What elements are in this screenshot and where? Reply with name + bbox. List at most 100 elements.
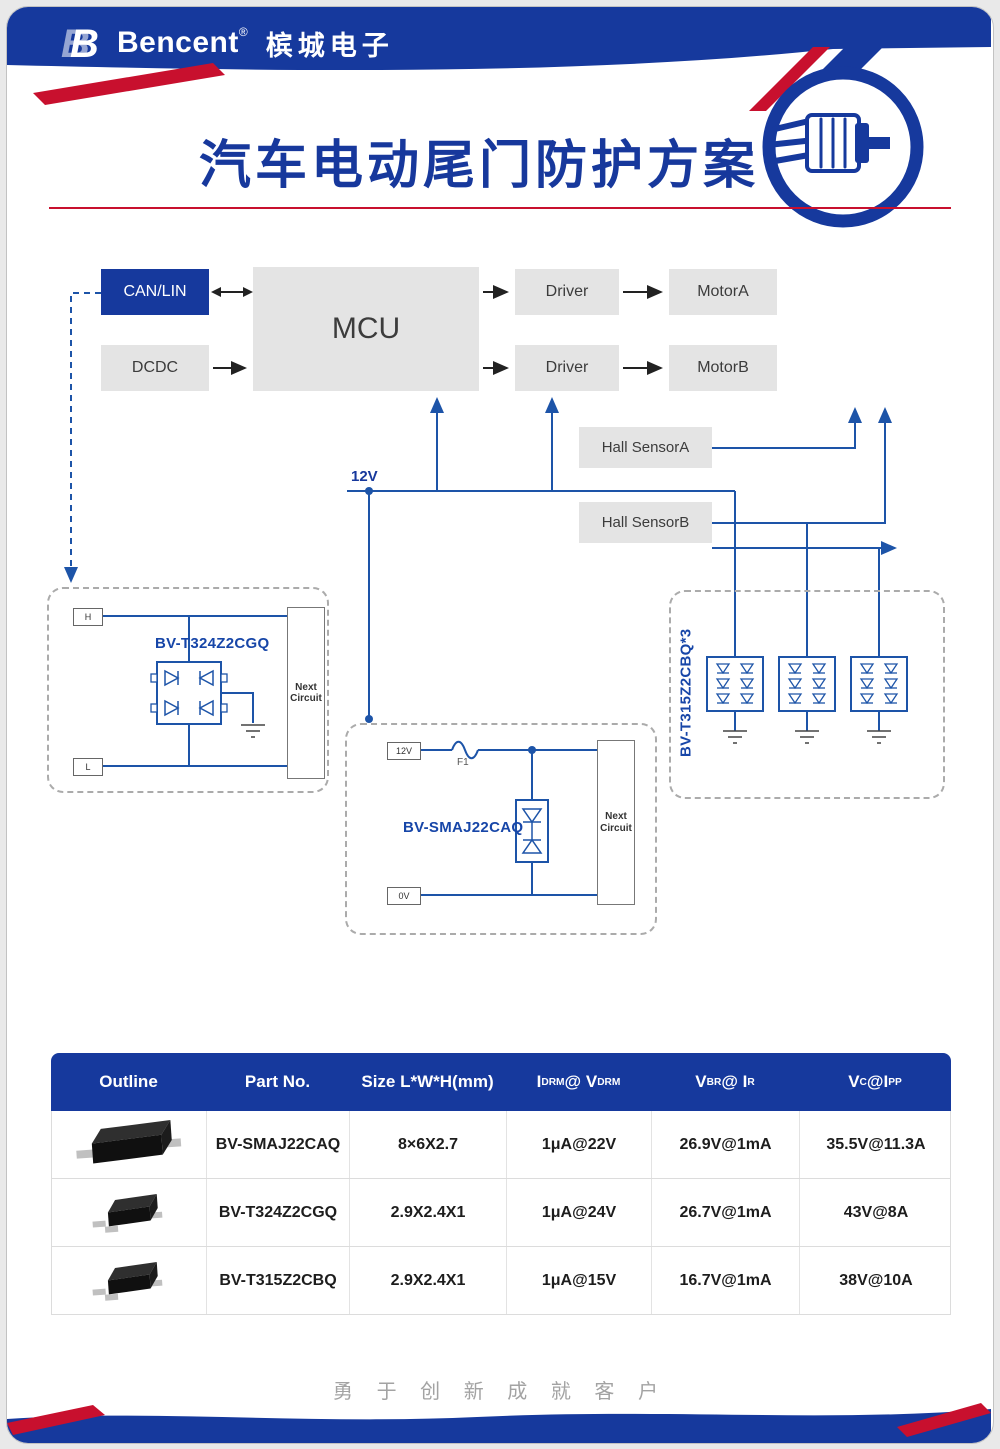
right-tvs-array-icons — [715, 663, 899, 705]
col-header-outline: Outline — [99, 1072, 158, 1091]
ir-sub: R — [747, 1076, 755, 1088]
svg-text:B: B — [70, 22, 99, 65]
junction-dot — [365, 715, 373, 723]
svg-text:B: B — [61, 22, 90, 65]
idrm-cell: 1μA@15V — [507, 1247, 652, 1314]
size-cell: 2.9X2.4X1 — [350, 1179, 507, 1246]
footer-banner — [7, 1403, 991, 1443]
terminal-12v: 12V — [387, 742, 421, 760]
block-mcu: MCU — [253, 267, 479, 391]
vbr-cell: 26.9V@1mA — [652, 1111, 800, 1178]
ipp-sub: PP — [888, 1076, 902, 1088]
double-arrow-right-head — [243, 287, 253, 297]
sot23-smd-package-icon — [92, 1193, 163, 1233]
junction-dot — [528, 746, 536, 754]
vc-sub: C — [859, 1076, 867, 1088]
block-can-lin: CAN/LIN — [101, 269, 209, 315]
footer-slogan: 勇 于 创 新 成 就 客 户 — [333, 1381, 667, 1403]
double-arrow-left-head — [211, 287, 221, 297]
banner-blue-band — [7, 7, 991, 71]
ground-icon — [723, 730, 747, 744]
poster-card: B B Bencent® 槟城电子 汽车电动尾门防护方案 — [6, 6, 994, 1444]
block-hall-sensor-b: Hall SensorB — [579, 502, 712, 543]
bencent-b-icon: B B — [61, 22, 99, 65]
ground-icon — [241, 724, 265, 738]
vbr-cell: 26.7V@1mA — [652, 1179, 800, 1246]
vbr-sub: BR — [706, 1076, 722, 1088]
banner-red-stripe-left — [33, 63, 225, 105]
idrm-cell: 1μA@24V — [507, 1179, 652, 1246]
vbr-cell: 16.7V@1mA — [652, 1247, 800, 1314]
vc-cell: 35.5V@11.3A — [826, 1135, 926, 1153]
outline-cell — [52, 1111, 207, 1178]
part-no-cell: BV-T324Z2CGQ — [207, 1179, 350, 1246]
junction-dot — [365, 487, 373, 495]
col-header-part-no: Part No. — [244, 1072, 311, 1091]
left-protection-box — [47, 587, 329, 793]
terminal-l: L — [73, 758, 103, 776]
ipp-main: @I — [866, 1072, 889, 1091]
vdrm-main: @ V — [564, 1072, 598, 1091]
ground-icon — [795, 730, 819, 744]
vc-cell: 43V@8A — [843, 1203, 909, 1221]
title-underline — [49, 207, 951, 209]
idrm-sub: DRM — [541, 1076, 565, 1088]
part-label-mid: BV-SMAJ22CAQ — [403, 819, 524, 836]
brand-name: Bencent® — [117, 24, 248, 60]
signal-arrows — [213, 285, 663, 375]
terminal-0v: 0V — [387, 887, 421, 905]
next-circuit-box-left: Next Circuit — [287, 607, 325, 779]
outline-cell — [52, 1247, 207, 1314]
vc-main: V — [848, 1072, 860, 1091]
table-row: BV-T315Z2CBQ 2.9X2.4X1 1μA@15V 16.7V@1mA… — [51, 1247, 951, 1315]
brand-text: Bencent — [117, 26, 239, 59]
table-row: BV-SMAJ22CAQ 8×6X2.7 1μA@22V 26.9V@1mA 3… — [51, 1111, 951, 1179]
block-driver-a: Driver — [515, 269, 619, 315]
footer-red-stripe-right — [897, 1403, 991, 1437]
right-protection-box — [669, 590, 945, 799]
part-label-left: BV-T324Z2CGQ — [155, 635, 270, 652]
part-no-cell: BV-T315Z2CBQ — [207, 1247, 350, 1314]
col-header-size: Size L*W*H(mm) — [361, 1072, 494, 1091]
size-cell: 2.9X2.4X1 — [350, 1247, 507, 1314]
brand-logo: B B Bencent® 槟城电子 — [61, 21, 394, 65]
vc-cell: 38V@10A — [839, 1271, 913, 1289]
power-wires — [64, 292, 897, 719]
registered-mark: ® — [238, 24, 248, 39]
idrm-main: I — [536, 1072, 542, 1091]
ground-icon — [867, 730, 891, 744]
table-row: BV-T324Z2CGQ 2.9X2.4X1 1μA@24V 26.7V@1mA… — [51, 1179, 951, 1247]
block-motor-b: MotorB — [669, 345, 777, 391]
vbr-main: V — [695, 1072, 707, 1091]
brand-name-cn: 槟城电子 — [265, 30, 394, 61]
right-circuit-wires — [706, 656, 908, 731]
block-dcdc: DCDC — [101, 345, 209, 391]
wiring-diagram — [64, 285, 908, 896]
ir-main: @ I — [721, 1072, 748, 1091]
mid-protection-box — [345, 723, 657, 935]
idrm-cell: 1μA@22V — [507, 1111, 652, 1178]
rail-12v-label: 12V — [351, 468, 378, 485]
next-circuit-box-mid: Next Circuit — [597, 740, 635, 905]
size-cell: 8×6X2.7 — [350, 1111, 507, 1178]
part-no-cell: BV-SMAJ22CAQ — [207, 1111, 350, 1178]
fuse-label: F1 — [457, 757, 469, 768]
block-hall-sensor-a: Hall SensorA — [579, 427, 712, 468]
block-motor-a: MotorA — [669, 269, 777, 315]
sot23-smd-package-icon — [92, 1261, 163, 1301]
footer-red-stripe-left — [7, 1405, 105, 1435]
mid-tvs-icon — [521, 808, 543, 854]
footer-blue-band — [7, 1409, 991, 1443]
terminal-h: H — [73, 608, 103, 626]
banner-red-stripe-right — [749, 47, 830, 111]
left-tvs-array-icon — [164, 669, 214, 717]
motor-emblem — [762, 66, 924, 228]
part-label-right: BV-T315Z2CBQ*3 — [677, 628, 695, 758]
outline-cell — [52, 1179, 207, 1246]
